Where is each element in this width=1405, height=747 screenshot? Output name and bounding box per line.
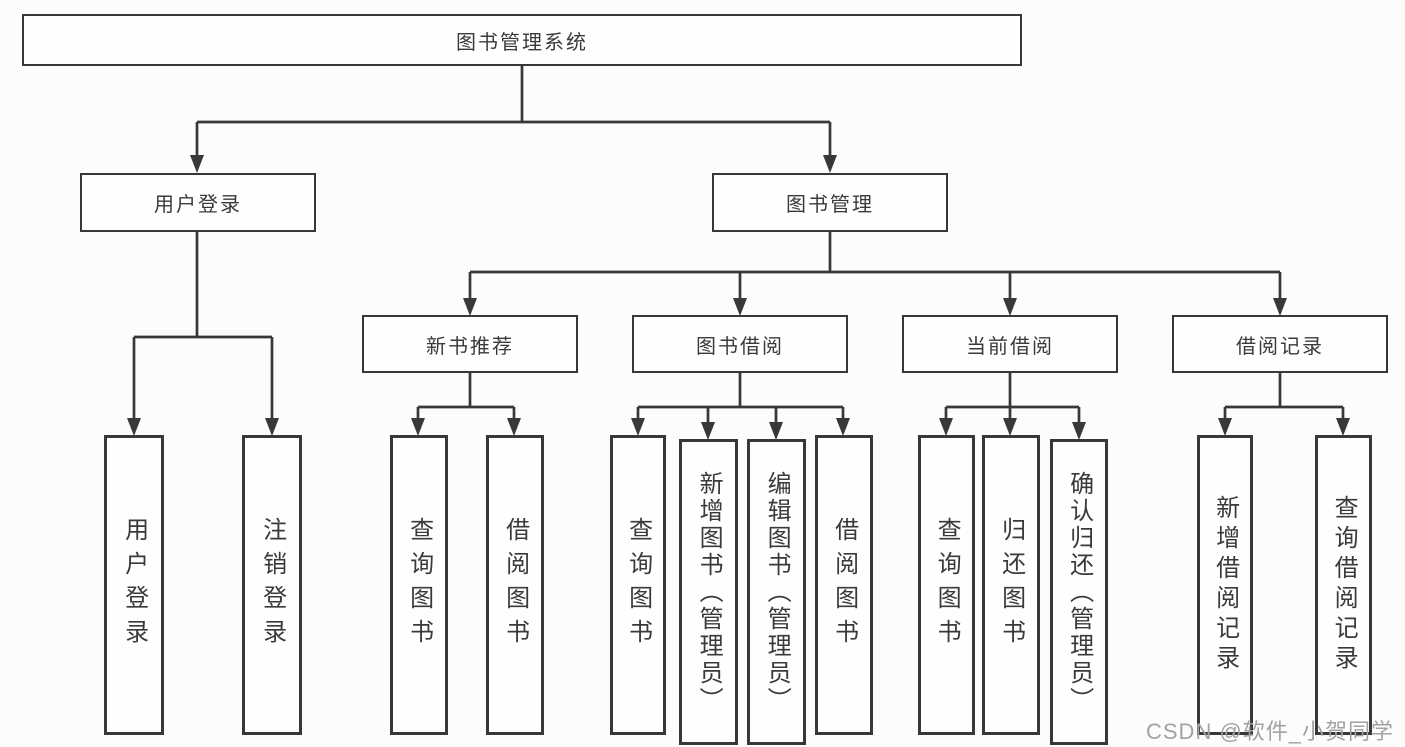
leaf-label: 借阅图书 bbox=[830, 517, 858, 653]
arrow-down-icon bbox=[701, 422, 715, 440]
arrow-down-icon bbox=[769, 422, 783, 440]
leaf-label: 用户登录 bbox=[120, 517, 148, 653]
leaf-borrow-edit-books-admin: 编辑图书（管理员） bbox=[747, 439, 806, 745]
arrow-down-icon bbox=[631, 418, 645, 436]
connector-line bbox=[132, 66, 1345, 425]
leaf-label: 归还图书 bbox=[997, 517, 1025, 653]
leaf-label: 新增借阅记录 bbox=[1211, 495, 1239, 675]
arrow-down-icon bbox=[939, 418, 953, 436]
leaf-borrow-borrow-books: 借阅图书 bbox=[815, 435, 873, 735]
arrow-down-icon bbox=[1218, 418, 1232, 436]
leaf-current-query-books: 查询图书 bbox=[918, 435, 975, 735]
leaf-current-confirm-return-admin: 确认归还（管理员） bbox=[1050, 439, 1108, 745]
node-new-book-recommend: 新书推荐 bbox=[362, 315, 578, 373]
node-label: 图书借阅 bbox=[696, 335, 784, 358]
leaf-label: 查询图书 bbox=[405, 517, 433, 653]
arrow-down-icon bbox=[1072, 422, 1086, 440]
leaf-label: 借阅图书 bbox=[501, 517, 529, 653]
node-book-borrowing: 图书借阅 bbox=[632, 315, 848, 373]
arrow-down-icon bbox=[1273, 298, 1287, 316]
leaf-logout: 注销登录 bbox=[242, 435, 302, 735]
node-label: 新书推荐 bbox=[426, 335, 514, 358]
arrow-down-icon bbox=[507, 418, 521, 436]
node-label: 当前借阅 bbox=[966, 335, 1054, 358]
leaf-borrow-add-books-admin: 新增图书（管理员） bbox=[679, 439, 738, 745]
leaf-label: 查询图书 bbox=[933, 517, 961, 653]
leaf-label: 注销登录 bbox=[258, 517, 286, 653]
arrow-down-icon bbox=[463, 298, 477, 316]
leaf-label: 确认归还（管理员） bbox=[1065, 470, 1093, 714]
leaf-recommend-borrow-books: 借阅图书 bbox=[486, 435, 544, 735]
leaf-label: 查询图书 bbox=[624, 517, 652, 653]
arrow-down-icon bbox=[1336, 418, 1350, 436]
arrow-down-icon bbox=[265, 418, 279, 436]
node-label: 图书管理系统 bbox=[456, 31, 588, 54]
leaf-recommend-query-books: 查询图书 bbox=[390, 435, 448, 735]
node-book-management: 图书管理 bbox=[712, 173, 948, 232]
arrow-down-icon bbox=[836, 418, 850, 436]
arrow-down-icon bbox=[1003, 418, 1017, 436]
node-user-login-group: 用户登录 bbox=[80, 173, 316, 232]
arrow-down-icon bbox=[733, 298, 747, 316]
leaf-record-add-borrow-record: 新增借阅记录 bbox=[1197, 435, 1253, 735]
arrow-down-icon bbox=[411, 418, 425, 436]
node-label: 图书管理 bbox=[786, 194, 874, 216]
leaf-label: 新增图书（管理员） bbox=[695, 470, 723, 714]
node-library-management-system: 图书管理系统 bbox=[22, 14, 1022, 66]
node-borrowing-records: 借阅记录 bbox=[1172, 315, 1388, 373]
node-current-borrowing: 当前借阅 bbox=[902, 315, 1118, 373]
leaf-current-return-books: 归还图书 bbox=[982, 435, 1040, 735]
arrow-down-icon bbox=[127, 418, 141, 436]
node-label: 用户登录 bbox=[154, 194, 242, 216]
leaf-user-login: 用户登录 bbox=[104, 435, 164, 735]
leaf-label: 查询借阅记录 bbox=[1330, 495, 1358, 675]
node-label: 借阅记录 bbox=[1236, 335, 1324, 358]
csdn-watermark: CSDN @软件_小贺同学 bbox=[1146, 719, 1395, 744]
leaf-borrow-query-books: 查询图书 bbox=[610, 435, 666, 735]
leaf-record-query-borrow-record: 查询借阅记录 bbox=[1315, 435, 1372, 735]
leaf-label: 编辑图书（管理员） bbox=[763, 470, 791, 714]
arrow-down-icons bbox=[127, 155, 1350, 440]
arrow-down-icon bbox=[190, 155, 204, 173]
arrow-down-icon bbox=[823, 155, 837, 173]
arrow-down-icon bbox=[1003, 298, 1017, 316]
